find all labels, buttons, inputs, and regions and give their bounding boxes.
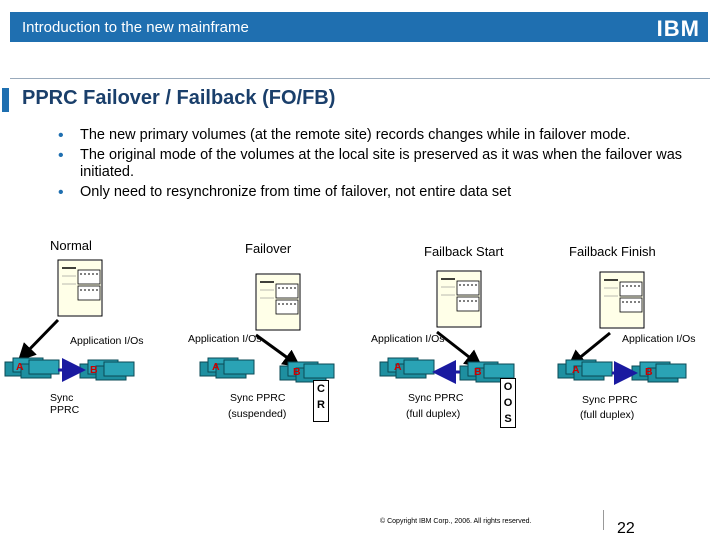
- io-arrow: [436, 330, 483, 368]
- link-label: Sync PPRC: [408, 392, 464, 404]
- bullet-list: The new primary volumes (at the remote s…: [58, 127, 708, 204]
- io-arrow: [255, 333, 301, 368]
- change-recording-box: C R: [313, 380, 329, 422]
- io-arrow: [17, 318, 60, 362]
- link-status: (suspended): [228, 408, 287, 420]
- title-accent-bar: [2, 88, 9, 112]
- volume-b-label: B: [293, 366, 301, 378]
- volume-b-icon: [279, 361, 335, 383]
- bullet-item: The original mode of the volumes at the …: [58, 147, 708, 181]
- volume-a-label: A: [394, 361, 402, 373]
- volume-a-icon: [379, 357, 435, 379]
- volume-a-label: A: [572, 364, 580, 376]
- io-label: Application I/Os: [70, 335, 144, 347]
- volume-b-label: B: [474, 366, 482, 378]
- copyright-text: © Copyright IBM Corp., 2006. All rights …: [380, 518, 532, 525]
- io-label: Application I/Os: [371, 333, 445, 345]
- host-server-icon: [255, 273, 301, 331]
- panel-heading: Failback Finish: [569, 244, 656, 259]
- volume-a-label: A: [212, 361, 220, 373]
- course-title: Introduction to the new mainframe: [22, 19, 249, 36]
- ibm-logo: IBM: [656, 16, 700, 41]
- host-server-icon: [57, 259, 103, 317]
- panel-heading: Normal: [50, 238, 92, 253]
- page-number: 22: [617, 520, 635, 537]
- io-label: Application I/Os: [622, 333, 696, 345]
- link-label: Sync PPRC: [582, 394, 638, 406]
- link-label: Sync PPRC: [50, 392, 80, 416]
- link-status: (full duplex): [406, 408, 461, 420]
- host-server-icon: [599, 271, 645, 329]
- out-of-sync-box: O O S: [500, 378, 516, 428]
- io-label: Application I/Os: [188, 333, 262, 345]
- volume-b-label: B: [90, 364, 98, 376]
- panel-heading: Failover: [245, 241, 292, 256]
- header-bar: Introduction to the new mainframe IBM: [10, 12, 708, 42]
- footer-divider: [603, 510, 604, 530]
- volume-a-label: A: [16, 361, 24, 373]
- panel-heading: Failback Start: [424, 244, 504, 259]
- volume-a-icon: [199, 357, 255, 379]
- volume-a-icon: [557, 359, 613, 381]
- volume-b-icon: [79, 359, 135, 381]
- title-divider: [10, 78, 710, 79]
- bullet-item: The new primary volumes (at the remote s…: [58, 127, 708, 144]
- io-arrow: [567, 331, 611, 368]
- link-label: Sync PPRC: [230, 392, 286, 404]
- host-server-icon: [436, 270, 482, 328]
- volume-b-label: B: [645, 366, 653, 378]
- volume-a-icon: [4, 357, 60, 379]
- bullet-item: Only need to resynchronize from time of …: [58, 184, 708, 201]
- link-status: (full duplex): [580, 409, 635, 421]
- page-title: PPRC Failover / Failback (FO/FB): [22, 87, 336, 109]
- volume-b-icon: [631, 361, 687, 383]
